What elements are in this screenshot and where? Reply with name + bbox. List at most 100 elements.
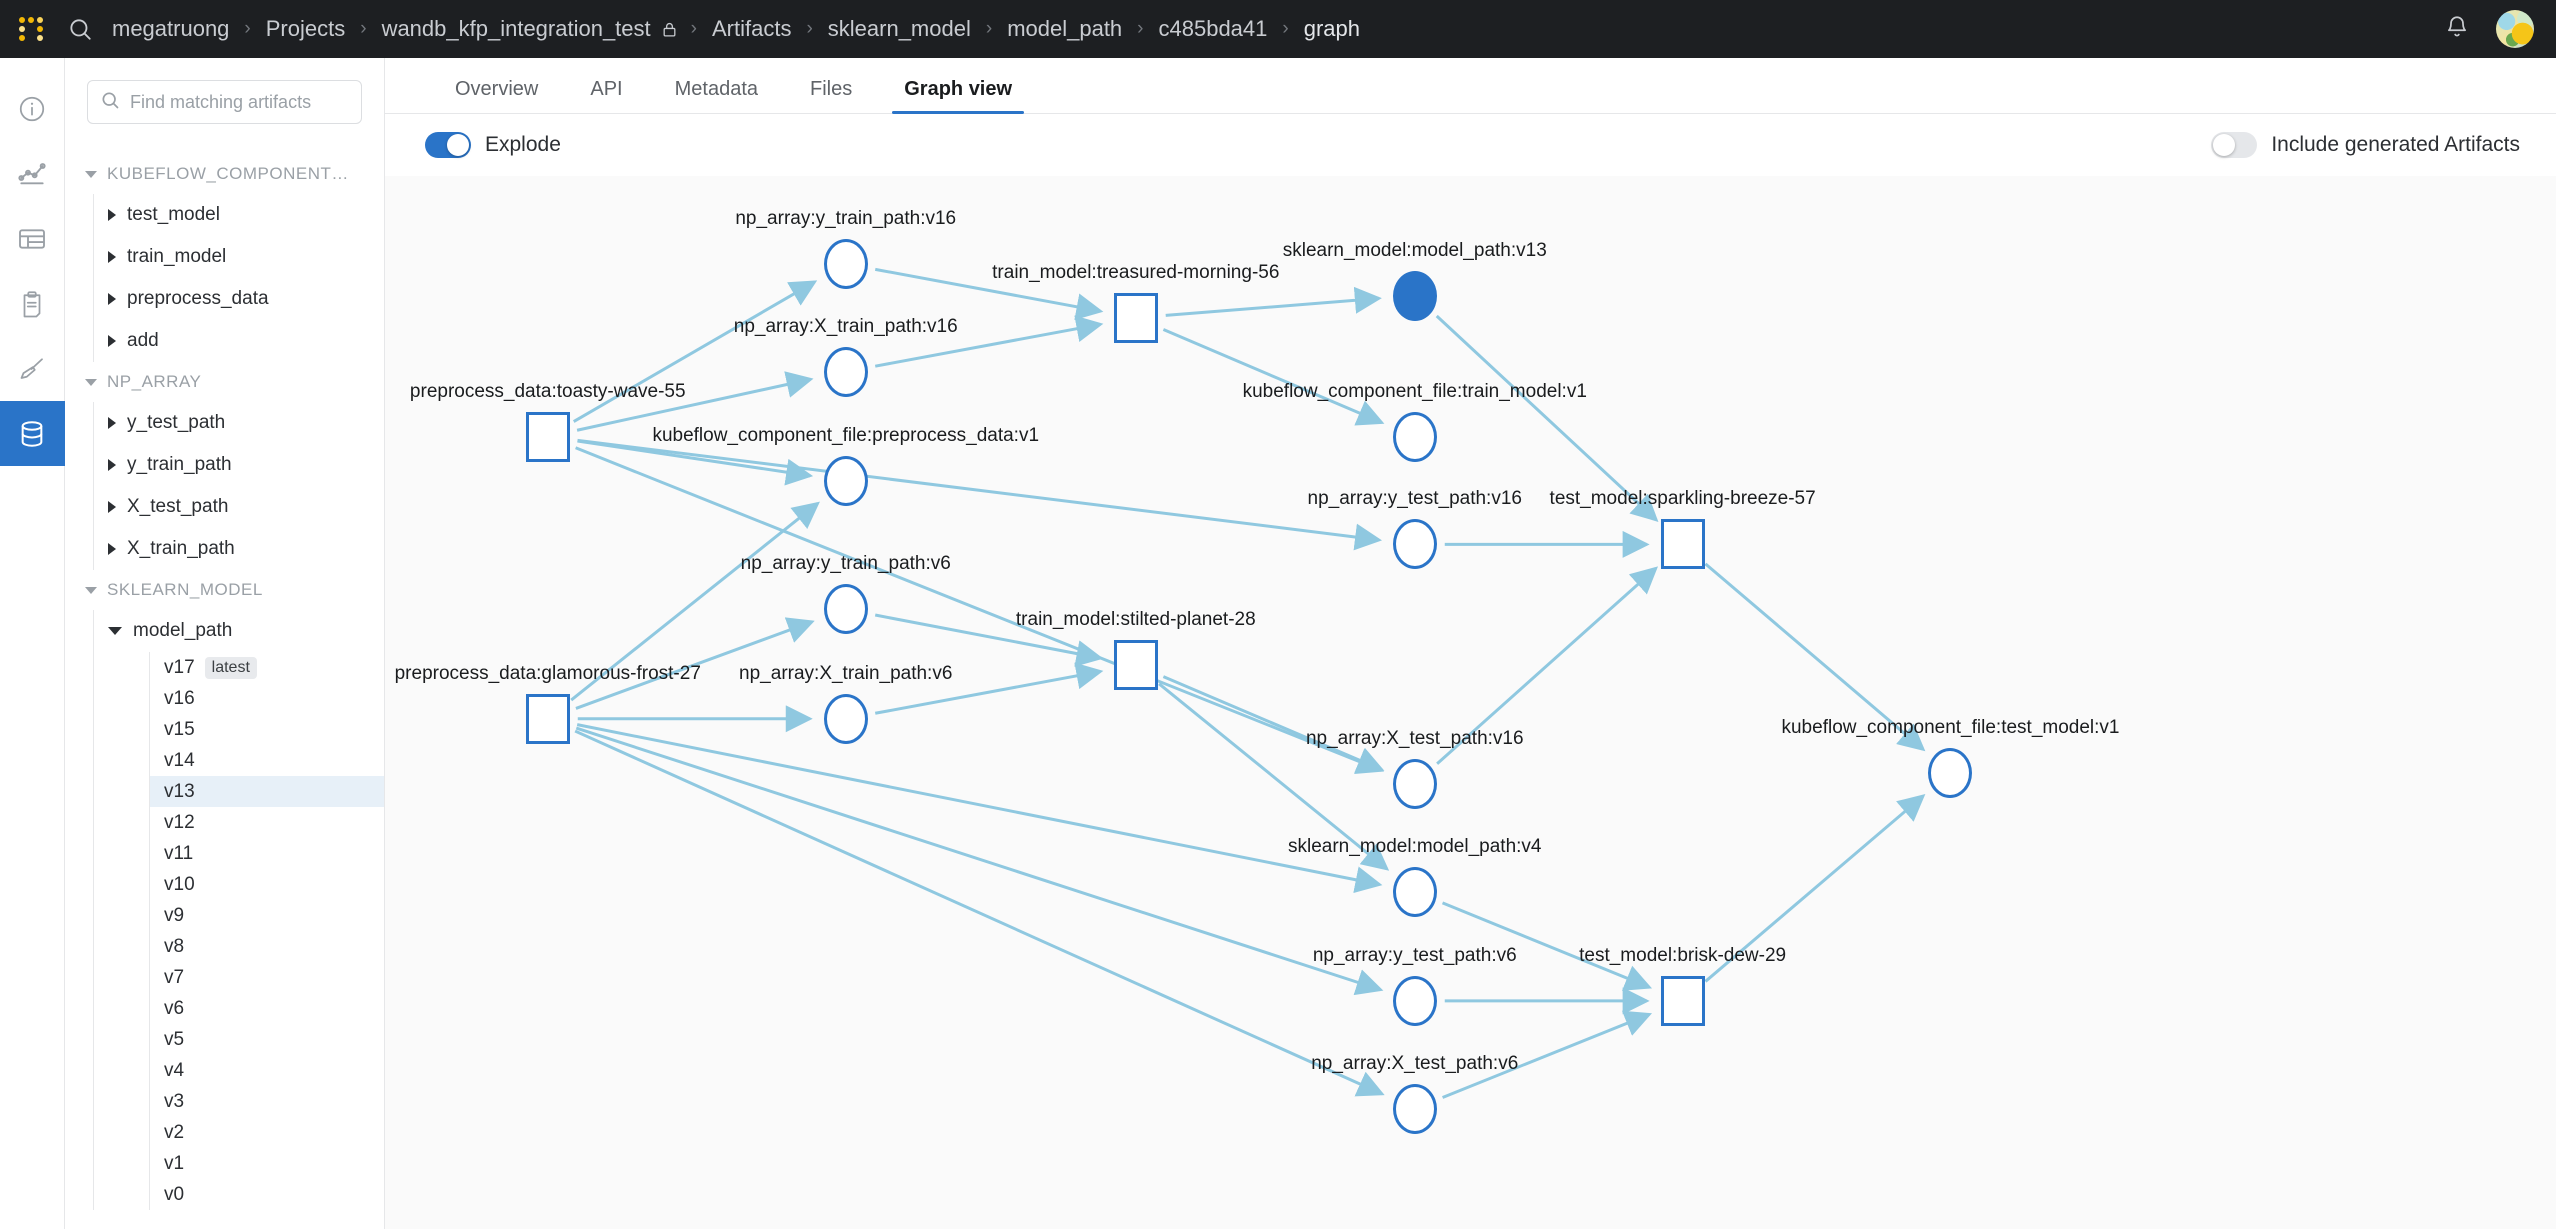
graph-node[interactable] [1392,758,1437,809]
graph-node[interactable] [823,346,868,397]
graph-node[interactable] [1113,639,1158,690]
clipboard-icon[interactable] [0,271,65,336]
graph-node[interactable] [525,411,570,462]
version-item-v15[interactable]: v15 [150,714,384,745]
graph-node[interactable] [1660,519,1705,570]
search-input[interactable] [130,91,349,113]
version-item-v1[interactable]: v1 [150,1148,384,1179]
graph-node-label: preprocess_data:toasty-wave-55 [409,380,686,402]
breadcrumb-item-c485bda41[interactable]: c485bda41 [1158,16,1268,41]
app-launcher-icon[interactable] [14,12,48,46]
version-item-v13[interactable]: v13 [150,776,384,807]
tree-item-x_train_path[interactable]: X_train_path [94,528,384,570]
graph-node[interactable] [1392,519,1437,570]
version-label: v9 [164,904,185,926]
version-item-v5[interactable]: v5 [150,1024,384,1055]
version-item-v12[interactable]: v12 [150,807,384,838]
graph-node-label: np_array:y_train_path:v6 [740,553,951,575]
tab-metadata[interactable]: Metadata [674,78,758,100]
tree-group-kubeflow-component-[interactable]: KUBEFLOW_COMPONENT… [65,154,384,194]
database-icon[interactable] [0,401,65,466]
tree-item-label: y_train_path [127,454,232,475]
graph-node[interactable] [823,584,868,635]
tree-item-x_test_path[interactable]: X_test_path [94,486,384,528]
tree-group-sklearn-model[interactable]: SKLEARN_MODEL [65,570,384,610]
tree-item-y_train_path[interactable]: y_train_path [94,444,384,486]
graph-node[interactable] [823,456,868,506]
artifact-search[interactable] [87,80,362,124]
tree-item-label: model_path [133,620,233,641]
graph-node[interactable] [823,238,868,289]
graph-edges [570,267,1926,1099]
tree-item-train_model[interactable]: train_model [94,236,384,278]
tree-item-model_path[interactable]: model_path [94,610,384,652]
breadcrumb-item-model-path[interactable]: model_path [1007,16,1123,41]
graph-edge [575,726,1384,996]
graph-node-label: kubeflow_component_file:test_model:v1 [1781,716,2120,738]
version-label: v14 [164,749,195,771]
explode-toggle[interactable] [425,132,471,158]
graph-node-label: np_array:X_train_path:v6 [739,662,953,684]
graph-edge [574,729,1385,1097]
graph-edge [874,315,1104,368]
graph-node[interactable] [1392,866,1437,917]
tree-item-y_test_path[interactable]: y_test_path [94,402,384,444]
graph-node[interactable] [823,693,868,744]
version-item-v10[interactable]: v10 [150,869,384,900]
tab-files[interactable]: Files [810,78,853,100]
version-label: v10 [164,873,195,895]
breadcrumb-item-megatruong[interactable]: megatruong [112,16,230,41]
graph-node[interactable] [1392,270,1437,321]
brush-icon[interactable] [0,336,65,401]
tree-item-test_model[interactable]: test_model [94,194,384,236]
chevron-down-icon [85,586,97,594]
breadcrumb-item-wandb-kfp-integration-test[interactable]: wandb_kfp_integration_test [381,16,651,41]
version-item-v16[interactable]: v16 [150,683,384,714]
breadcrumb-item-graph[interactable]: graph [1303,16,1360,41]
version-label: v0 [164,1183,185,1205]
graph-edge [570,501,820,702]
version-item-v14[interactable]: v14 [150,745,384,776]
tree-item-add[interactable]: add [94,320,384,362]
version-item-v8[interactable]: v8 [150,931,384,962]
version-item-v6[interactable]: v6 [150,993,384,1024]
notifications-bell-icon[interactable] [2444,14,2470,45]
info-icon[interactable] [0,76,65,141]
version-item-v2[interactable]: v2 [150,1117,384,1148]
table-icon[interactable] [0,206,65,271]
graph-node[interactable] [1392,411,1437,462]
graph-node[interactable] [1113,292,1158,343]
breadcrumb-separator: › [1137,18,1144,39]
left-icon-rail [0,58,65,1229]
breadcrumb-item-artifacts[interactable]: Artifacts [711,16,792,41]
graph-node[interactable] [1392,975,1437,1026]
tab-overview[interactable]: Overview [455,78,539,100]
version-item-v3[interactable]: v3 [150,1086,384,1117]
top-right-actions [2444,10,2534,48]
version-item-v7[interactable]: v7 [150,962,384,993]
version-item-v11[interactable]: v11 [150,838,384,869]
graph-node[interactable] [1660,975,1705,1026]
graph-node[interactable] [1928,747,1973,798]
breadcrumb-item-sklearn-model[interactable]: sklearn_model [827,16,971,41]
tree-item-preprocess_data[interactable]: preprocess_data [94,278,384,320]
graph-canvas[interactable]: preprocess_data:toasty-wave-55 np_array:y… [385,176,2556,1229]
tree-group-np-array[interactable]: NP_ARRAY [65,362,384,402]
tab-graph-view[interactable]: Graph view [878,78,1038,114]
include-generated-artifacts-toggle[interactable] [2211,132,2258,158]
graph-node[interactable] [1392,1083,1437,1134]
graph-node[interactable] [525,693,570,744]
avatar[interactable] [2496,10,2534,48]
graph-edge [1704,794,1926,983]
search-icon[interactable] [60,9,100,49]
version-item-v9[interactable]: v9 [150,900,384,931]
breadcrumb-item-projects[interactable]: Projects [265,16,346,41]
graph-edge [575,446,1385,774]
tab-api[interactable]: API [590,78,623,100]
version-item-v0[interactable]: v0 [150,1179,384,1210]
chart-line-icon[interactable] [0,141,65,206]
version-item-v4[interactable]: v4 [150,1055,384,1086]
chevron-down-icon [85,378,97,386]
